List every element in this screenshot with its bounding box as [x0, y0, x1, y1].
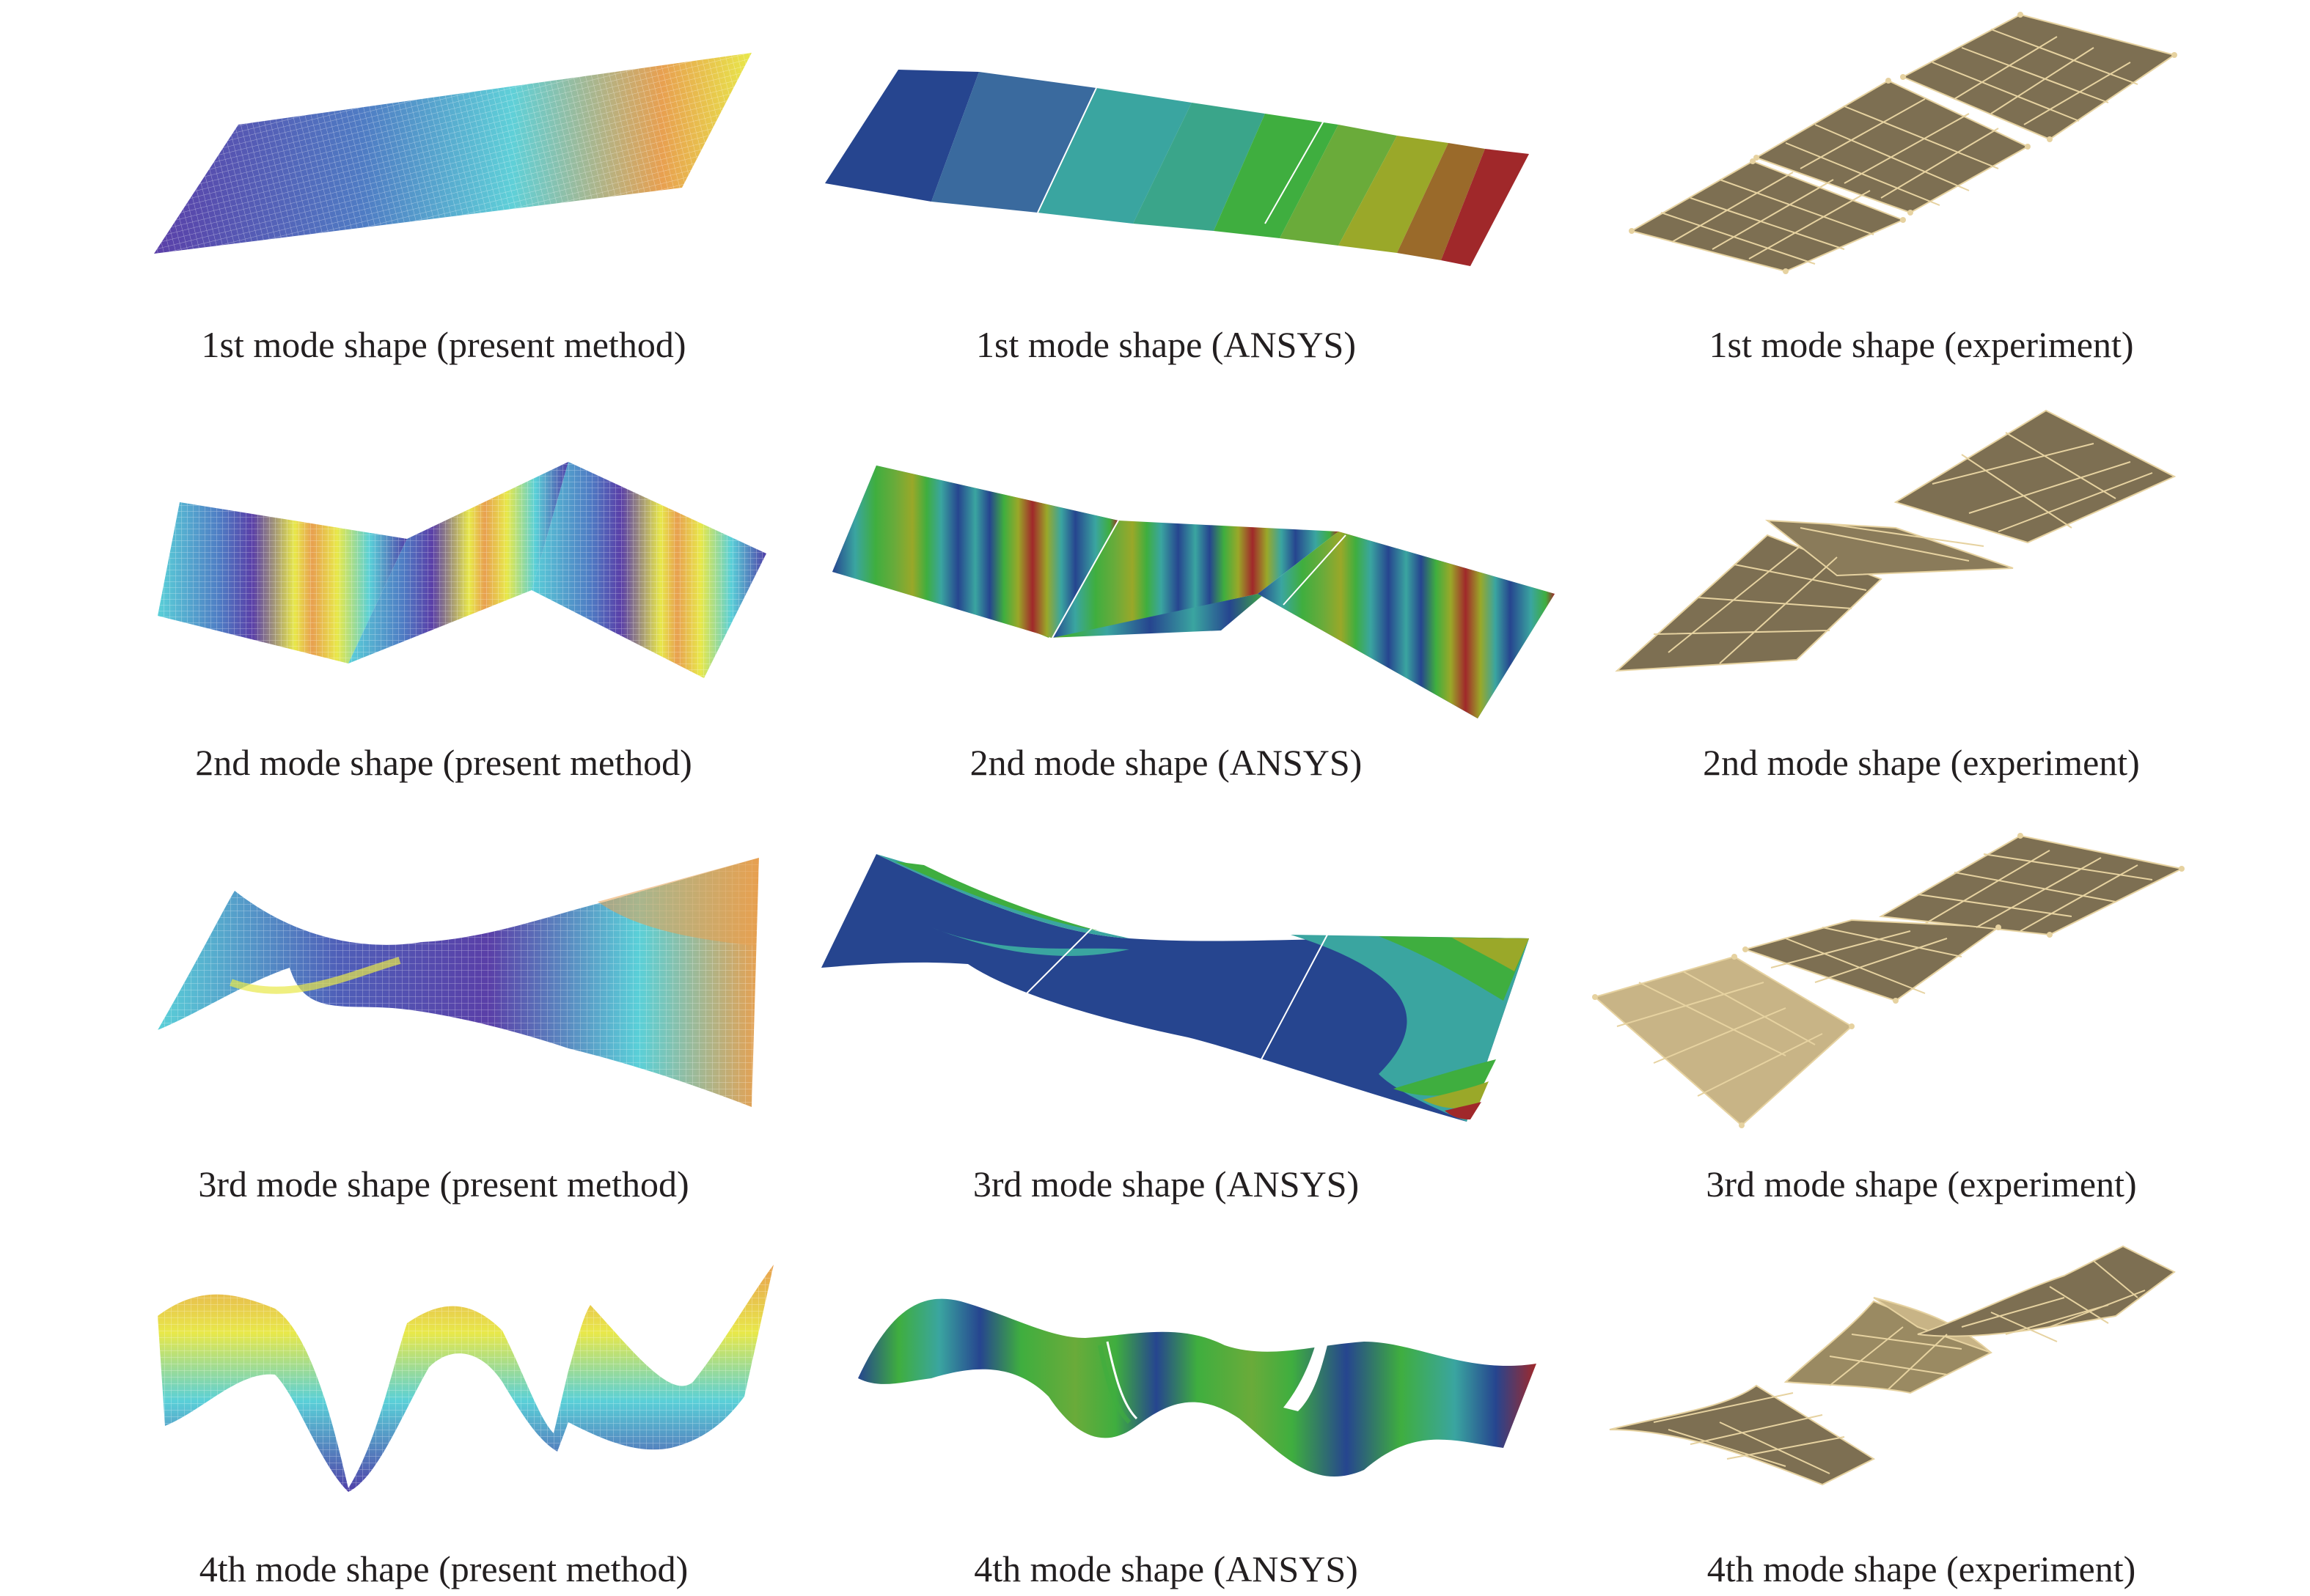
- caption-mode1-experiment: 1st mode shape (experiment): [1709, 324, 2134, 365]
- caption-mode2-present-method: 2nd mode shape (present method): [195, 742, 692, 783]
- mode3-experiment-plot: [1592, 833, 2185, 1128]
- mode2-present-method-plot: [158, 462, 766, 678]
- mode2-ansys-plot: [832, 466, 1555, 718]
- caption-mode4-ansys: 4th mode shape (ANSYS): [974, 1548, 1358, 1589]
- caption-mode3-ansys: 3rd mode shape (ANSYS): [972, 1163, 1360, 1205]
- caption-mode4-experiment: 4th mode shape (experiment): [1706, 1548, 2136, 1589]
- caption-mode2-ansys: 2nd mode shape (ANSYS): [969, 742, 1363, 783]
- mode2-experiment-plot: [1615, 409, 2177, 672]
- caption-mode1-ansys: 1st mode shape (ANSYS): [975, 324, 1357, 365]
- caption-mode2-experiment: 2nd mode shape (experiment): [1703, 742, 2140, 783]
- mode3-present-method-plot: [158, 858, 759, 1107]
- mode4-experiment-plot: [1609, 1245, 2176, 1486]
- mode1-present-method-plot: [154, 53, 752, 254]
- mode4-present-method-plot: [158, 1265, 774, 1492]
- caption-mode3-experiment: 3rd mode shape (experiment): [1706, 1163, 2137, 1205]
- mode1-experiment-plot: [1629, 12, 2177, 274]
- caption-mode4-present-method: 4th mode shape (present method): [199, 1548, 689, 1589]
- mode4-ansys-plot: [858, 1298, 1536, 1477]
- caption-mode3-present-method: 3rd mode shape (present method): [198, 1163, 689, 1205]
- caption-mode1-present-method: 1st mode shape (present method): [201, 324, 686, 365]
- mode3-ansys-plot: [821, 854, 1529, 1122]
- mode1-ansys-plot: [825, 70, 1529, 266]
